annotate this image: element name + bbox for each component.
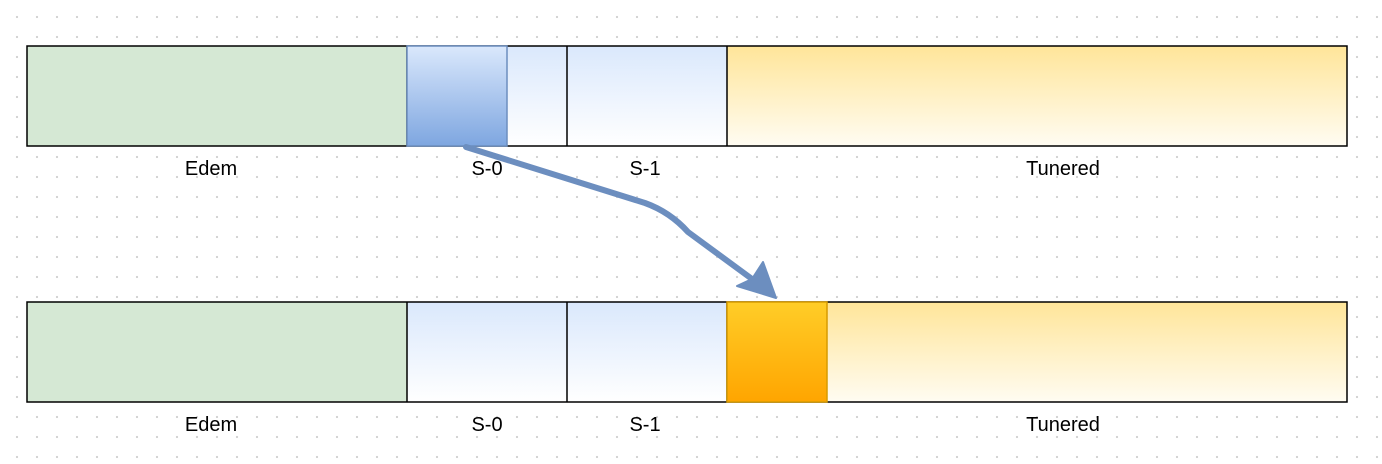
promotion-arrow <box>463 144 777 299</box>
eden-label: Edem <box>185 414 237 436</box>
eden-region <box>27 302 407 402</box>
promoted-object-block <box>726 301 828 403</box>
memory-row-before: Edem S-0 S-1 Tunered <box>26 45 1348 180</box>
survivor-1-region <box>567 302 727 402</box>
survivor-0-label: S-0 <box>471 414 502 436</box>
survivor-object-block <box>406 45 508 147</box>
survivor-1-region <box>567 46 727 146</box>
tenured-region <box>727 46 1347 146</box>
eden-label: Edem <box>185 158 237 180</box>
arrow-head-icon <box>736 261 777 299</box>
survivor-0-label: S-0 <box>471 158 502 180</box>
memory-row-after: Edem S-0 S-1 Tunered <box>26 301 1348 436</box>
survivor-1-label: S-1 <box>629 414 660 436</box>
row-outline <box>26 301 1348 403</box>
arrow-shaft <box>463 144 755 282</box>
survivor-0-region <box>407 302 567 402</box>
survivor-1-label: S-1 <box>629 158 660 180</box>
tenured-label: Tunered <box>1026 414 1100 436</box>
eden-region <box>27 46 407 146</box>
row-outline <box>26 45 1348 147</box>
tenured-label: Tunered <box>1026 158 1100 180</box>
tenured-region <box>727 302 1347 402</box>
